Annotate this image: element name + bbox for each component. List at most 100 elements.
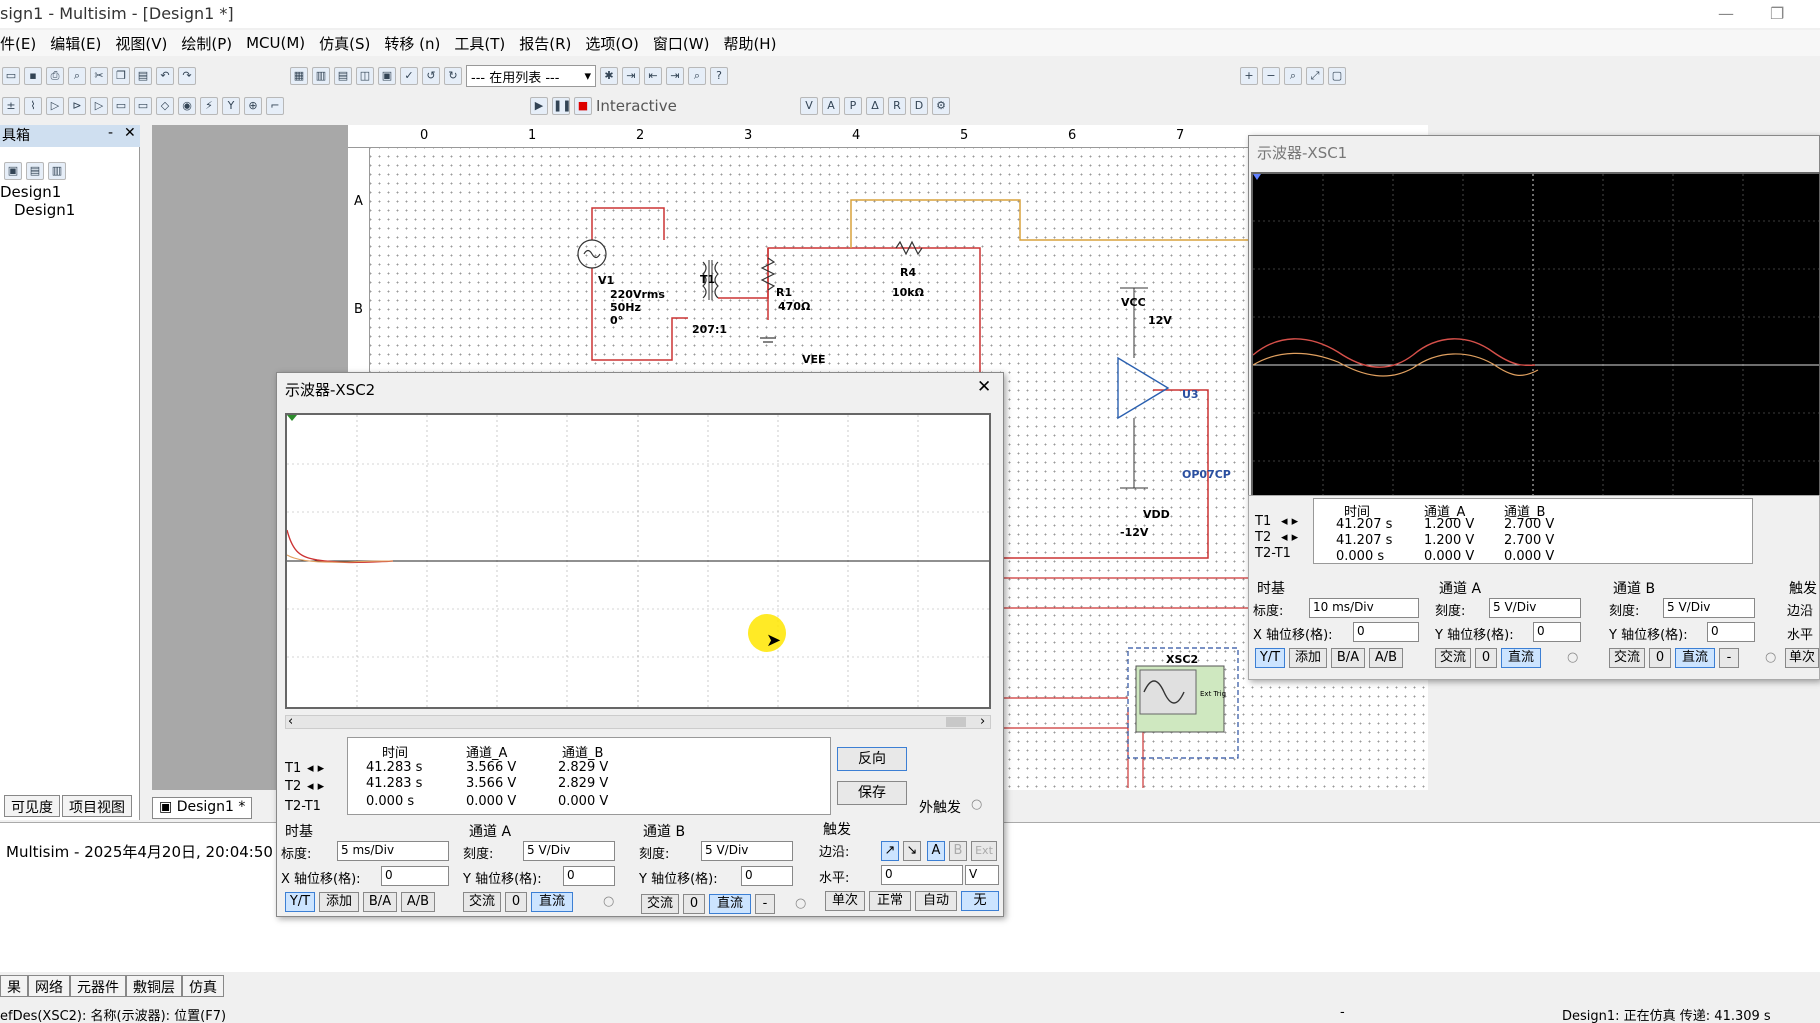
place-source-icon[interactable]: ± bbox=[2, 97, 20, 115]
spreadsheet-icon[interactable]: ▥ bbox=[312, 67, 330, 85]
find-icon[interactable]: ⌕ bbox=[688, 67, 706, 85]
paste-icon[interactable]: ▤ bbox=[134, 67, 152, 85]
xsc1-add-button[interactable]: 添加 bbox=[1289, 648, 1327, 668]
delete-icon[interactable]: ▥ bbox=[48, 162, 66, 180]
xsc2-timebase-scale-field[interactable]: 5 ms/Div bbox=[337, 841, 449, 861]
xsc2-scroll-left-icon[interactable]: ‹ bbox=[288, 714, 293, 729]
place-transistor-icon[interactable]: ⊳ bbox=[68, 97, 86, 115]
menu-help[interactable]: 帮助(H) bbox=[723, 33, 776, 54]
tab-results[interactable]: 果 bbox=[0, 975, 28, 997]
xsc2-none-button[interactable]: 无 bbox=[961, 891, 999, 911]
xsc2-rising-edge-icon[interactable]: ↗ bbox=[881, 841, 899, 861]
menu-view[interactable]: 视图(V) bbox=[115, 33, 167, 54]
xsc2-add-button[interactable]: 添加 bbox=[319, 892, 359, 912]
place-cmos-icon[interactable]: ▭ bbox=[134, 97, 152, 115]
xsc1-chb-dc-button[interactable]: 直流 bbox=[1675, 648, 1715, 668]
xsc2-ba-button[interactable]: B/A bbox=[363, 892, 397, 912]
xsc1-cha-zero-button[interactable]: 0 bbox=[1475, 648, 1497, 668]
xsc2-cha-scale-field[interactable]: 5 V/Div bbox=[523, 841, 615, 861]
probe-voltage-icon[interactable]: V bbox=[800, 97, 818, 115]
xsc1-chb-scale-field[interactable]: 5 V/Div bbox=[1663, 598, 1755, 618]
xsc2-chb-scale-field[interactable]: 5 V/Div bbox=[701, 841, 793, 861]
run-icon[interactable]: ▶ bbox=[530, 97, 548, 115]
menu-edit[interactable]: 编辑(E) bbox=[50, 33, 101, 54]
xsc2-cha-zero-button[interactable]: 0 bbox=[505, 892, 527, 912]
tab-visibility[interactable]: 可见度 bbox=[4, 795, 60, 817]
xsc1-ab-button[interactable]: A/B bbox=[1369, 648, 1403, 668]
xsc1-single-button[interactable]: 单次 bbox=[1785, 648, 1819, 668]
interactive-label[interactable]: Interactive bbox=[596, 97, 677, 115]
xsc2-chb-zero-button[interactable]: 0 bbox=[683, 894, 705, 914]
xsc2-cha-ac-button[interactable]: 交流 bbox=[463, 892, 501, 912]
xsc2-trigger-b-button[interactable]: B bbox=[949, 841, 967, 861]
xsc1-xpos-field[interactable]: 0 bbox=[1353, 622, 1419, 642]
menu-place[interactable]: 绘制(P) bbox=[181, 33, 232, 54]
tree-root[interactable]: Design1 bbox=[0, 183, 61, 201]
xsc2-chb-ac-button[interactable]: 交流 bbox=[641, 894, 679, 914]
cut-icon[interactable]: ✂ bbox=[90, 67, 108, 85]
xsc2-chb-minus-button[interactable]: - bbox=[755, 894, 775, 914]
save-icon[interactable]: ▪ bbox=[24, 67, 42, 85]
xsc2-yt-button[interactable]: Y/T bbox=[285, 892, 315, 912]
xsc2-reverse-button[interactable]: 反向 bbox=[837, 747, 907, 771]
copy-icon[interactable]: ❐ bbox=[112, 67, 130, 85]
xsc1-chb-ypos-field[interactable]: 0 bbox=[1707, 622, 1755, 642]
xsc2-close-button[interactable]: ✕ bbox=[977, 377, 991, 397]
print-icon[interactable]: ⎙ bbox=[46, 67, 64, 85]
xsc1-chb-radio-icon[interactable]: ○ bbox=[1765, 650, 1776, 665]
place-analog-icon[interactable]: ▷ bbox=[90, 97, 108, 115]
tree-design[interactable]: Design1 bbox=[14, 201, 75, 219]
probe-ref-icon[interactable]: R bbox=[888, 97, 906, 115]
transfer-icon[interactable]: ⇥ bbox=[622, 67, 640, 85]
place-misc-icon[interactable]: ◇ bbox=[156, 97, 174, 115]
menu-transfer[interactable]: 转移 (n) bbox=[384, 33, 440, 54]
zoom-out-icon[interactable]: − bbox=[1262, 67, 1280, 85]
xsc1-chb-ac-button[interactable]: 交流 bbox=[1609, 648, 1645, 668]
xsc2-trigger-ext-button[interactable]: Ext bbox=[971, 841, 997, 861]
menu-simulate[interactable]: 仿真(S) bbox=[319, 33, 370, 54]
place-ttl-icon[interactable]: ▭ bbox=[112, 97, 130, 115]
zoom-area-icon[interactable]: ⌕ bbox=[1284, 67, 1302, 85]
place-diode-icon[interactable]: ▷ bbox=[46, 97, 64, 115]
xsc1-cha-ac-button[interactable]: 交流 bbox=[1435, 648, 1471, 668]
place-basic-icon[interactable]: ⌇ bbox=[24, 97, 42, 115]
xsc2-falling-edge-icon[interactable]: ↘ bbox=[903, 841, 921, 861]
xsc2-cha-ypos-field[interactable]: 0 bbox=[563, 866, 615, 886]
xsc2-xpos-field[interactable]: 0 bbox=[381, 866, 449, 886]
xsc2-cha-radio-icon[interactable]: ○ bbox=[603, 894, 614, 909]
database-icon[interactable]: ▤ bbox=[334, 67, 352, 85]
xsc2-t2-arrows-icon[interactable]: ◂ ▸ bbox=[307, 779, 324, 794]
xsc2-scrollbar[interactable]: ‹ › bbox=[285, 715, 991, 729]
place-bus-icon[interactable]: ⌐ bbox=[266, 97, 284, 115]
zoom-fit-icon[interactable]: ⤢ bbox=[1306, 67, 1324, 85]
xsc2-chb-radio-icon[interactable]: ○ bbox=[795, 896, 806, 911]
xsc2-t1-arrows-icon[interactable]: ◂ ▸ bbox=[307, 761, 324, 776]
menu-window[interactable]: 窗口(W) bbox=[653, 33, 710, 54]
xsc2-cha-dc-button[interactable]: 直流 bbox=[531, 892, 573, 912]
tab-components[interactable]: 元器件 bbox=[70, 975, 126, 997]
probe-digital-icon[interactable]: D bbox=[910, 97, 928, 115]
xsc1-t1-arrows-icon[interactable]: ◂ ▸ bbox=[1281, 514, 1298, 529]
xsc2-trigger-a-button[interactable]: A bbox=[927, 841, 945, 861]
redo-icon[interactable]: ↷ bbox=[178, 67, 196, 85]
print-preview-icon[interactable]: ⌕ bbox=[68, 67, 86, 85]
tab-design1[interactable]: ▣ Design1 * bbox=[152, 797, 252, 819]
stop-icon[interactable]: ■ bbox=[574, 97, 592, 115]
xsc2-scroll-right-icon[interactable]: › bbox=[980, 714, 985, 729]
place-rf-icon[interactable]: Y bbox=[222, 97, 240, 115]
probe-diff-icon[interactable]: Δ bbox=[866, 97, 884, 115]
new-sheet-icon[interactable]: ▤ bbox=[26, 162, 44, 180]
xsc1-timebase-scale-field[interactable]: 10 ms/Div bbox=[1309, 598, 1419, 618]
forward-icon[interactable]: ⇥ bbox=[666, 67, 684, 85]
component-wizard-icon[interactable]: ✱ bbox=[600, 67, 618, 85]
xsc2-auto-button[interactable]: 自动 bbox=[915, 891, 957, 911]
xsc2-normal-button[interactable]: 正常 bbox=[869, 891, 911, 911]
help-icon[interactable]: ? bbox=[710, 67, 728, 85]
menu-options[interactable]: 选项(O) bbox=[585, 33, 639, 54]
undo-icon[interactable]: ↶ bbox=[156, 67, 174, 85]
place-electromech-icon[interactable]: ⊕ bbox=[244, 97, 262, 115]
tab-nets[interactable]: 网络 bbox=[28, 975, 70, 997]
xsc2-chb-ypos-field[interactable]: 0 bbox=[741, 866, 793, 886]
xsc1-cha-dc-button[interactable]: 直流 bbox=[1501, 648, 1541, 668]
xsc1-chb-minus-button[interactable]: - bbox=[1719, 648, 1739, 668]
